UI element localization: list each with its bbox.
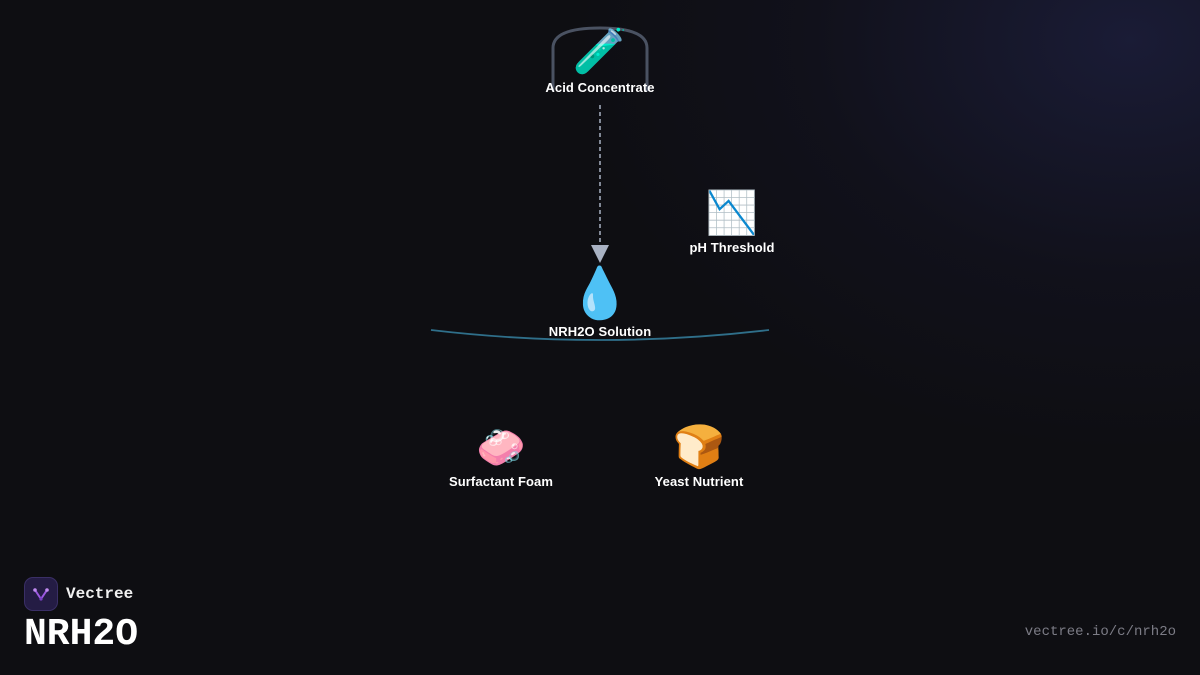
acid-to-solution-arrowhead	[591, 245, 609, 263]
page-title: NRH2O	[24, 613, 139, 656]
node-nrh2o-solution[interactable]: 💧 NRH2O Solution	[549, 268, 652, 339]
brand-row: Vectree	[24, 577, 138, 611]
logo-mark	[33, 588, 49, 601]
brand-block: Vectree NRH2O	[24, 577, 138, 657]
bread-icon: 🍞	[672, 422, 726, 471]
vectree-logo-icon	[24, 577, 58, 611]
node-acid-concentrate[interactable]: 🧪 Acid Concentrate	[545, 26, 655, 96]
node-yeast-nutrient[interactable]: 🍞 Yeast Nutrient	[654, 422, 744, 490]
chart-decreasing-icon: 📉	[705, 188, 759, 237]
brand-name: Vectree	[66, 585, 134, 603]
node-label: Yeast Nutrient	[654, 474, 744, 489]
page-url[interactable]: vectree.io/c/nrh2o	[1024, 624, 1176, 640]
node-label: pH Threshold	[689, 240, 775, 255]
node-label: Acid Concentrate	[545, 80, 655, 95]
node-label: NRH2O Solution	[548, 324, 652, 339]
node-ph-threshold[interactable]: 📉 pH Threshold	[689, 188, 775, 256]
droplet-icon: 💧	[568, 264, 632, 322]
node-surfactant-foam[interactable]: 🧼 Surfactant Foam	[449, 428, 553, 489]
acid-arc-bracket	[551, 26, 649, 92]
node-label: Surfactant Foam	[448, 474, 554, 489]
solution-arc	[430, 329, 770, 341]
test-tube-icon: 🧪	[572, 26, 628, 77]
soap-icon: 🧼	[476, 425, 526, 471]
